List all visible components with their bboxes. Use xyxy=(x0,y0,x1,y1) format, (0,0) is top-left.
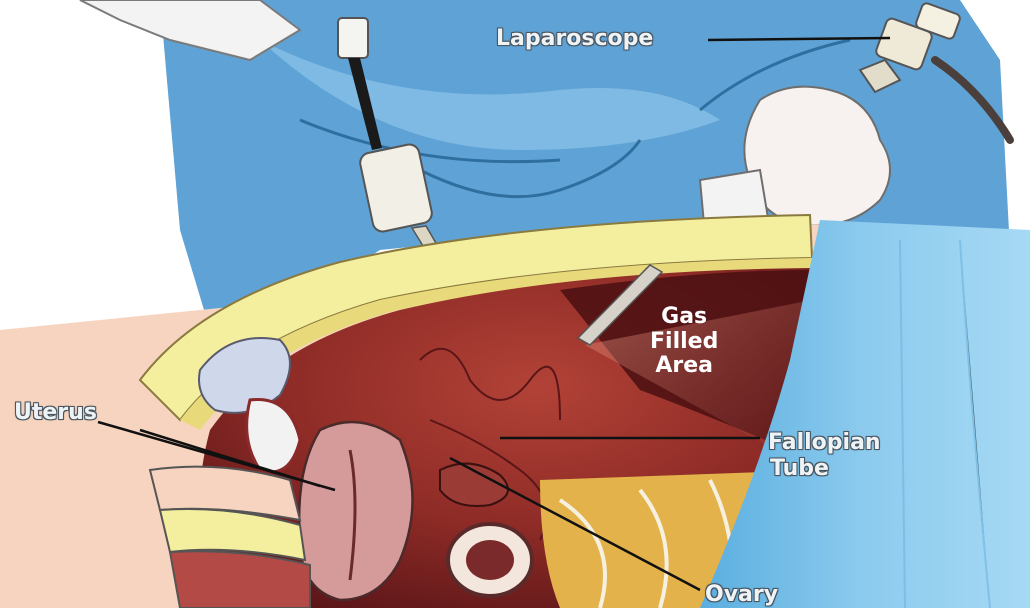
label-gas-line2: Filled xyxy=(650,330,718,355)
label-fallopian-tube: Fallopian Tube xyxy=(768,430,881,483)
label-gas-filled-area: Gas Filled Area xyxy=(650,305,718,379)
label-uterus: Uterus xyxy=(14,402,97,424)
label-gas-line1: Gas xyxy=(650,305,718,330)
label-gas-line3: Area xyxy=(650,354,718,379)
label-ovary: Ovary xyxy=(705,584,778,606)
label-fallopian-line2: Tube xyxy=(768,456,881,482)
label-fallopian-line1: Fallopian xyxy=(768,430,881,456)
label-laparoscope: Laparoscope xyxy=(496,28,653,50)
